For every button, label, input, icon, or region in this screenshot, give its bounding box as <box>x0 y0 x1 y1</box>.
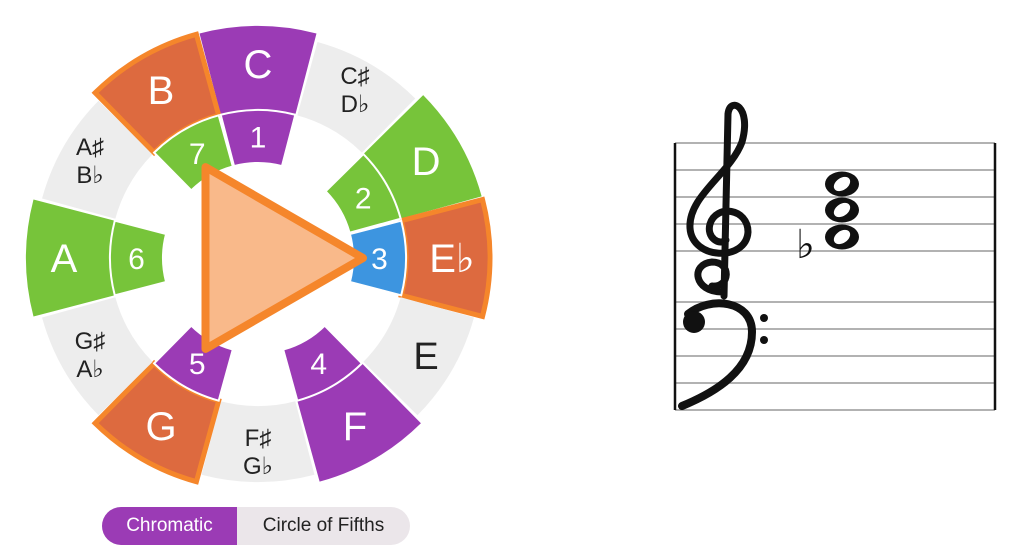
note-label: D <box>412 140 441 184</box>
chord-triangle <box>201 163 367 353</box>
flat-accidental: ♭ <box>796 222 815 268</box>
note-segment[interactable] <box>297 363 421 482</box>
bass-clef-icon <box>678 299 768 410</box>
note-label: C♯D♭ <box>340 63 369 118</box>
degree-label: 3 <box>371 243 388 276</box>
note-label: F♯G♭ <box>243 425 273 480</box>
degree-label: 5 <box>189 348 206 381</box>
note-segment[interactable] <box>297 42 416 153</box>
note-label: G♯A♭ <box>75 328 106 383</box>
circle-of-fifths-option[interactable]: Circle of Fifths <box>262 515 385 536</box>
note-segment[interactable] <box>25 199 115 317</box>
degree-segment[interactable] <box>109 219 168 297</box>
degree-segment[interactable] <box>348 219 407 297</box>
note-label: B <box>148 69 175 113</box>
chromatic-option[interactable]: Chromatic <box>102 507 237 545</box>
grand-staff: ♭ <box>673 101 997 411</box>
bass-staff <box>675 301 995 411</box>
degree-label: 1 <box>250 122 267 155</box>
note-segment[interactable] <box>42 100 153 219</box>
note-label: A♯B♭ <box>76 134 104 189</box>
view-toggle: Chromatic Circle of Fifths <box>102 507 410 545</box>
note-label: G <box>145 405 176 449</box>
degree-label: 6 <box>128 243 145 276</box>
degree-segment[interactable] <box>219 109 297 168</box>
note-segment[interactable] <box>363 95 482 219</box>
note-segment[interactable] <box>363 297 474 416</box>
chord-notes <box>825 171 859 250</box>
degree-label: 7 <box>189 138 206 171</box>
degree-label: 4 <box>310 348 327 381</box>
degree-label: 2 <box>355 182 372 215</box>
treble-clef-icon <box>686 101 752 300</box>
note-segment[interactable] <box>199 25 317 115</box>
circle-wheel: C C♯D♭ D E♭ E F F♯G♭ G G♯A♭ A A♯B♭ B 1 2 3 4 5 6 7 <box>25 25 493 485</box>
note-segment[interactable] <box>201 401 315 482</box>
note-label: E <box>413 336 438 378</box>
note-label: E♭ <box>429 237 475 281</box>
note-label: C <box>244 43 273 87</box>
note-label: F <box>343 405 367 449</box>
note-label: A <box>51 237 78 281</box>
degree-segment[interactable] <box>281 324 364 402</box>
note-segment[interactable] <box>42 297 153 416</box>
degree-segment[interactable] <box>324 152 402 235</box>
